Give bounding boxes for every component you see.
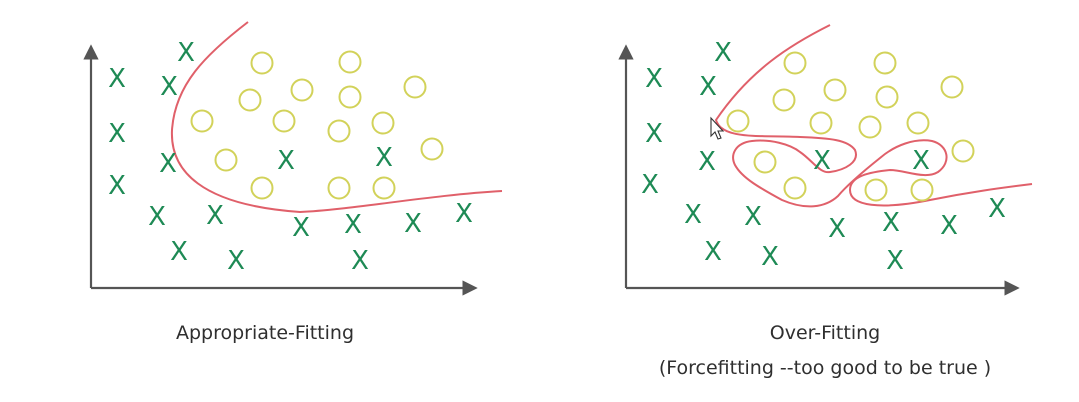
x-point: X: [344, 210, 362, 240]
caption-over-fitting: Over-Fitting: [769, 322, 881, 344]
circle-point: [864, 178, 888, 202]
circle-point: [420, 137, 444, 161]
x-point: X: [940, 211, 958, 241]
x-point: X: [455, 199, 473, 229]
x-point: X: [882, 208, 900, 238]
x-point: X: [375, 143, 393, 173]
circle-point: [906, 111, 930, 135]
circle-point: [371, 111, 395, 135]
x-point: X: [108, 64, 126, 94]
circle-point: [372, 176, 396, 200]
x-point: X: [641, 170, 659, 200]
x-point: X: [684, 200, 702, 230]
x-point: X: [704, 237, 722, 267]
decision-boundary-smooth: [170, 21, 503, 214]
circle-point: [403, 75, 427, 99]
x-point: X: [761, 242, 779, 272]
circle-point: [940, 75, 964, 99]
circle-point: [875, 85, 899, 109]
x-point: X: [160, 72, 178, 102]
caption-over-fitting-note: (Forcefitting --too good to be true ): [658, 357, 992, 379]
circle-point: [338, 50, 362, 74]
decision-boundary-main-wiggly: [714, 24, 1033, 208]
circle-points-right: [726, 51, 975, 202]
x-point: X: [912, 146, 930, 176]
circle-point: [214, 148, 238, 172]
x-point: X: [170, 237, 188, 267]
circle-point: [238, 88, 262, 112]
x-point: X: [988, 194, 1006, 224]
x-point: X: [108, 119, 126, 149]
circle-point: [858, 115, 882, 139]
x-point: X: [645, 64, 663, 94]
x-point: X: [227, 246, 245, 276]
x-point: X: [159, 149, 177, 179]
circle-point: [823, 78, 847, 102]
circle-point: [290, 78, 314, 102]
circle-point: [809, 111, 833, 135]
circle-point: [726, 109, 750, 133]
circle-point: [327, 119, 351, 143]
x-point: X: [277, 146, 295, 176]
circle-point: [772, 88, 796, 112]
x-point: X: [813, 146, 831, 176]
circle-point: [338, 85, 362, 109]
circle-point: [783, 51, 807, 75]
x-point: X: [886, 246, 904, 276]
x-point: X: [108, 171, 126, 201]
x-point: X: [206, 201, 224, 231]
mouse-cursor-icon: [710, 116, 725, 140]
caption-appropriate-fitting: Appropriate-Fitting: [175, 322, 355, 344]
x-point: X: [744, 202, 762, 232]
circle-point: [190, 109, 214, 133]
circle-point: [873, 51, 897, 75]
circle-point: [272, 109, 296, 133]
x-point: X: [177, 38, 195, 68]
x-point: X: [698, 147, 716, 177]
circle-point: [250, 176, 274, 200]
circle-point: [951, 139, 975, 163]
x-point: X: [351, 246, 369, 276]
circle-points-left: [190, 50, 444, 200]
circle-point: [753, 150, 777, 174]
circle-point: [250, 51, 274, 75]
x-point: X: [699, 72, 717, 102]
x-point: X: [148, 202, 166, 232]
x-point: X: [292, 213, 310, 243]
circle-point: [783, 176, 807, 200]
circle-point: [327, 176, 351, 200]
circle-point: [910, 178, 934, 202]
x-point: X: [404, 209, 422, 239]
x-point: X: [645, 119, 663, 149]
x-point: X: [828, 214, 846, 244]
x-point: X: [714, 38, 732, 68]
